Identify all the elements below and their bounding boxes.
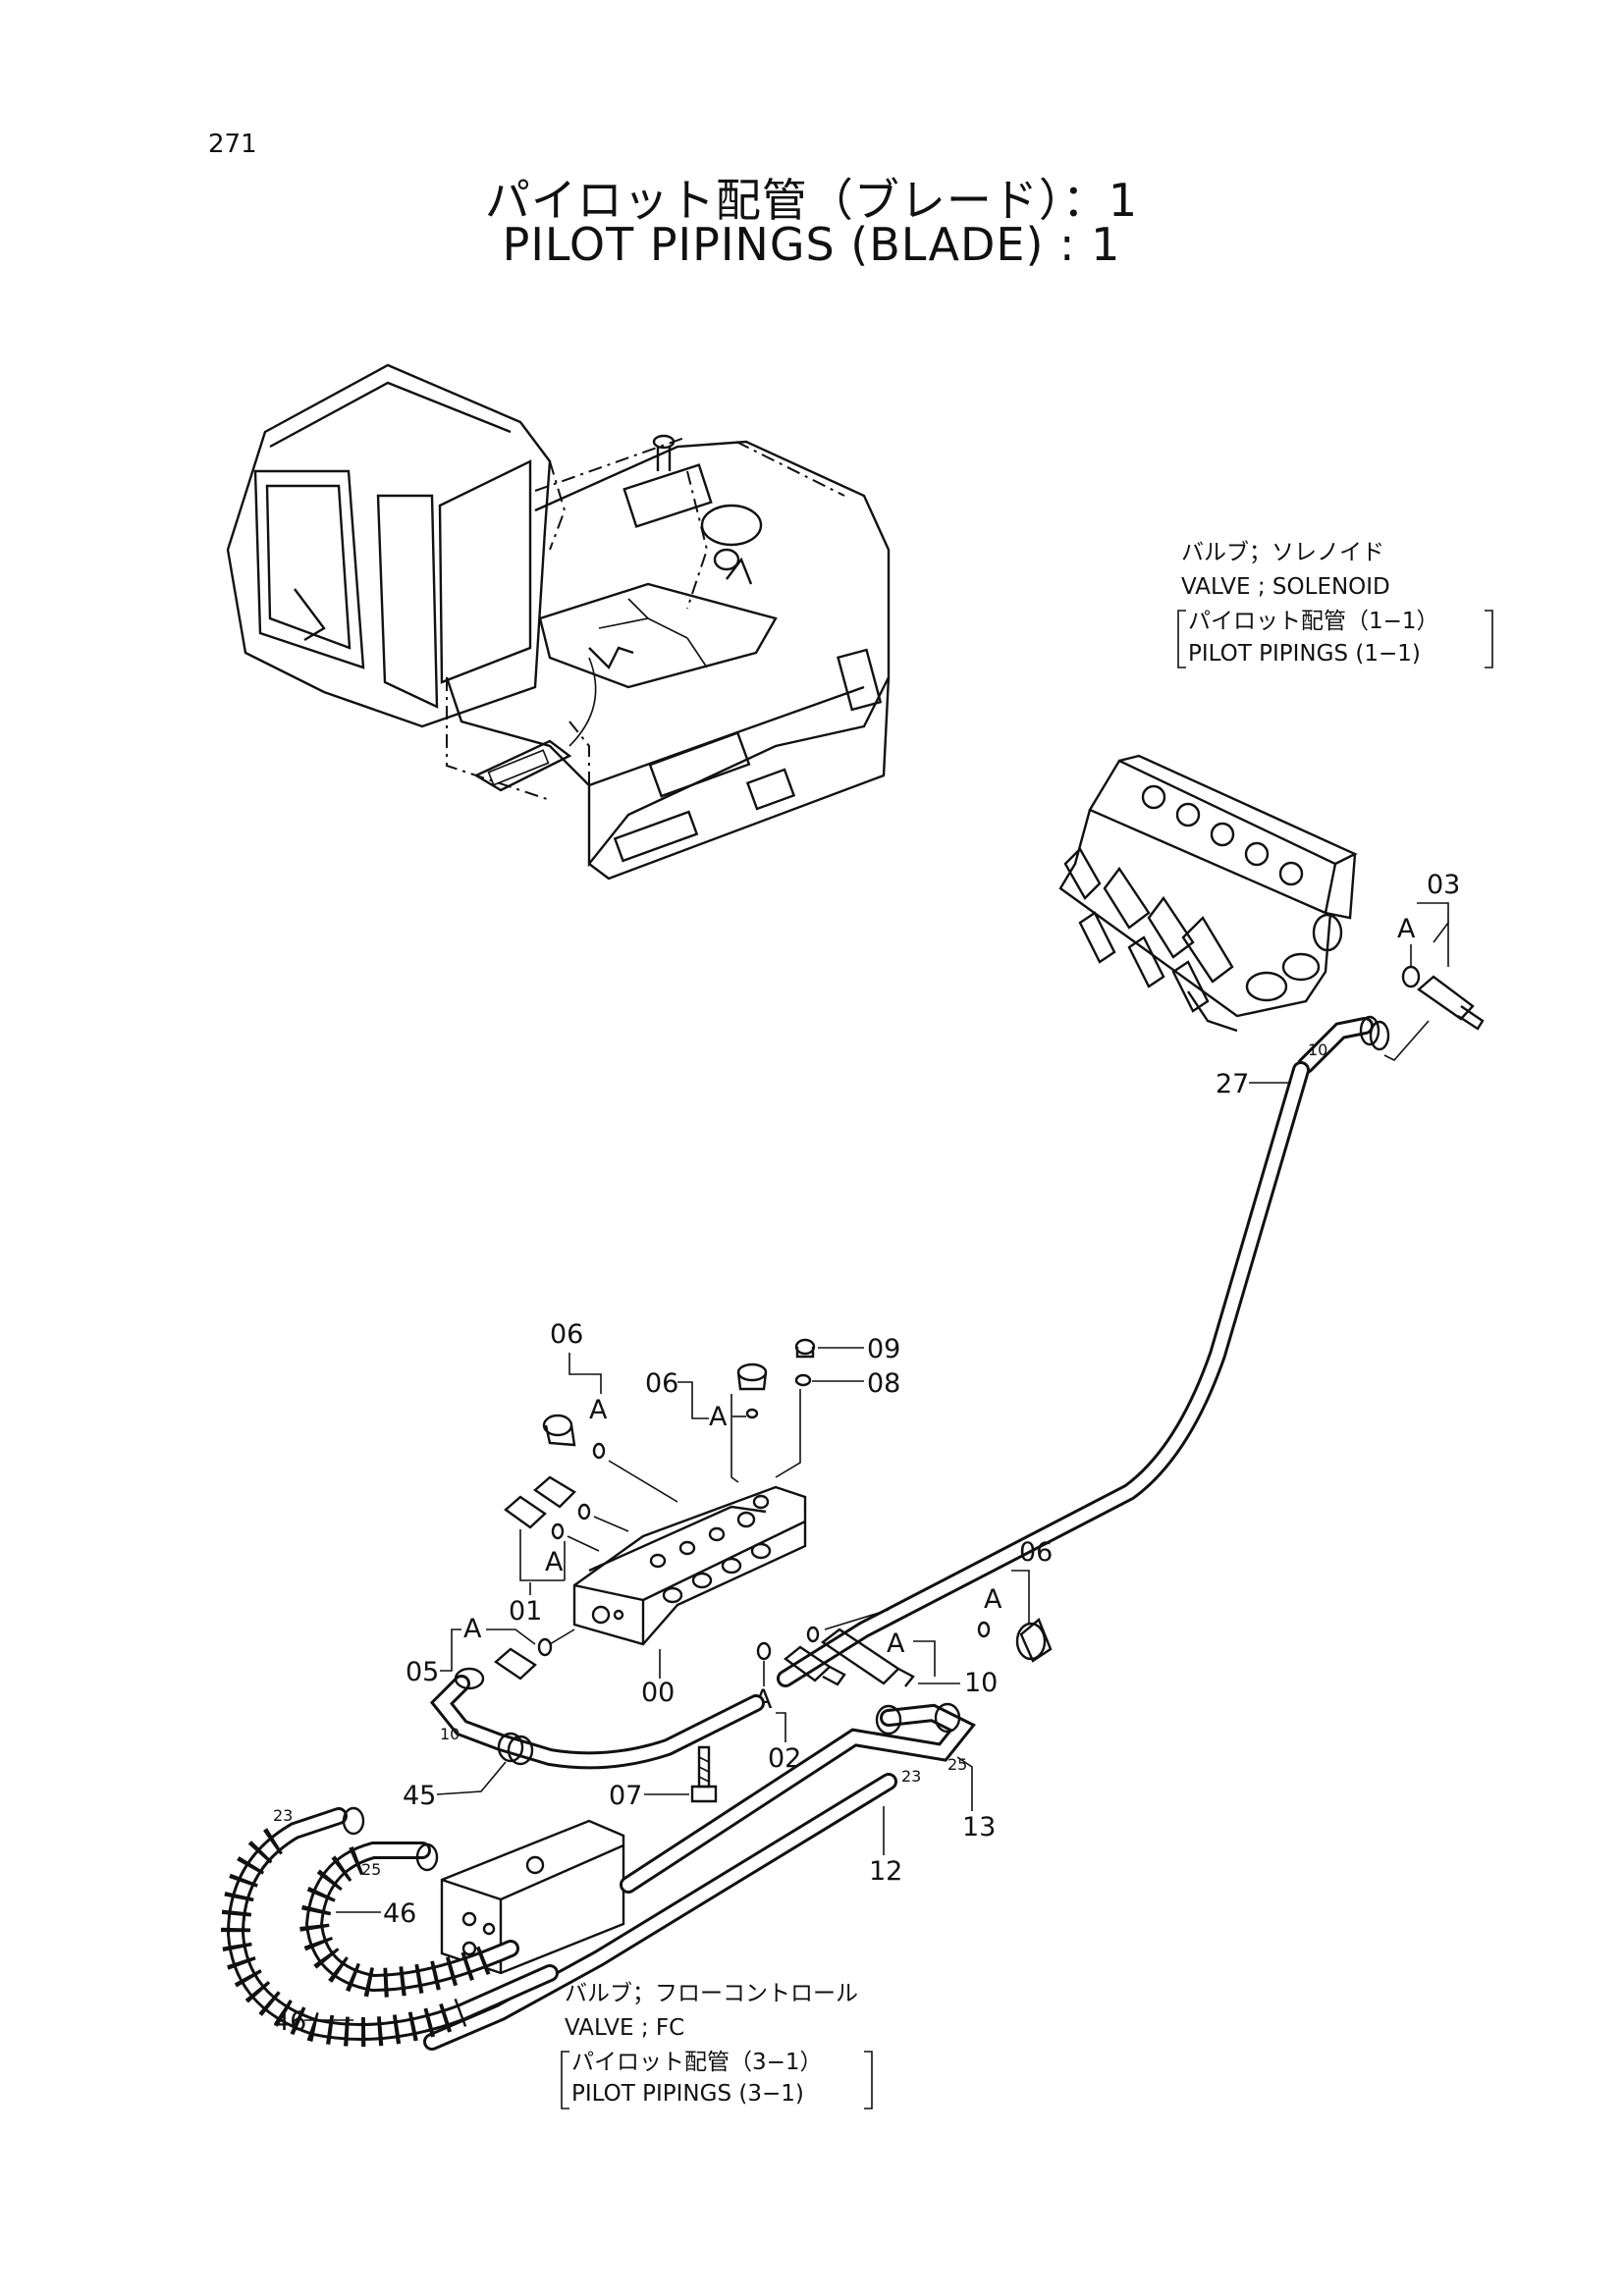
marker-a-06-right: A bbox=[984, 1584, 1002, 1615]
plug-06-center bbox=[730, 1338, 816, 1483]
mark-23-right: 23 bbox=[901, 1767, 921, 1786]
fitting-05 bbox=[494, 1629, 575, 1681]
leader-13 bbox=[956, 1756, 973, 1811]
note-solenoid-line3: パイロット配管（1−1） bbox=[1188, 609, 1439, 634]
page-title-japanese: パイロット配管（ブレード）：1 bbox=[484, 174, 1139, 227]
mark-10-hose45: 10 bbox=[440, 1725, 460, 1743]
callout-06-left: 06 bbox=[550, 1319, 583, 1350]
callout-10: 10 bbox=[964, 1668, 998, 1698]
note-solenoid-line4: PILOT PIPINGS (1−1) bbox=[1188, 641, 1421, 667]
hose-45-collar-2 bbox=[507, 1735, 534, 1766]
plug-06-left bbox=[542, 1414, 678, 1503]
leader-45 bbox=[436, 1761, 507, 1795]
callout-13: 13 bbox=[962, 1812, 996, 1842]
page-number: 271 bbox=[208, 130, 257, 159]
hose-46-inner-spiral-guard bbox=[298, 1845, 502, 1999]
mark-25-left: 25 bbox=[361, 1860, 381, 1879]
leader-06-center bbox=[677, 1381, 709, 1419]
callout-27: 27 bbox=[1216, 1069, 1249, 1099]
callout-45: 45 bbox=[403, 1781, 436, 1811]
leader-a-10 bbox=[913, 1640, 936, 1677]
callout-01: 01 bbox=[509, 1596, 542, 1627]
hose-13-inner bbox=[622, 1706, 972, 1891]
marker-a-06-center: A bbox=[709, 1402, 728, 1432]
hose-27-elbow bbox=[1297, 1015, 1390, 1074]
leader-06-right bbox=[1011, 1570, 1030, 1625]
marker-a-10: A bbox=[887, 1629, 905, 1659]
leader-a-05 bbox=[486, 1629, 536, 1645]
hose-27 bbox=[777, 1061, 1310, 1687]
callout-08: 08 bbox=[867, 1368, 900, 1399]
hose-46-nut-2 bbox=[415, 1842, 439, 1872]
callout-12: 12 bbox=[869, 1856, 902, 1887]
note-solenoid-line1: バルブ；ソレノイド bbox=[1181, 540, 1384, 565]
fittings-10-and-02 bbox=[756, 1609, 915, 1687]
hose-46-outer-spiral-guard bbox=[220, 1828, 467, 2047]
callout-00: 00 bbox=[641, 1678, 675, 1708]
leader-03 bbox=[1417, 902, 1449, 923]
leader-06-left bbox=[568, 1353, 602, 1394]
callout-46-outer: 46 bbox=[273, 2006, 306, 2037]
page-title-english: PILOT PIPINGS (BLADE) : 1 bbox=[502, 218, 1121, 271]
leader-02 bbox=[776, 1712, 786, 1742]
plug-06-right bbox=[977, 1618, 1053, 1663]
callout-09: 09 bbox=[867, 1334, 900, 1364]
hose-12-inner bbox=[426, 1776, 894, 2048]
callout-05: 05 bbox=[406, 1657, 439, 1687]
callout-06-right: 06 bbox=[1019, 1537, 1053, 1568]
hose-46-nut-1 bbox=[342, 1806, 365, 1836]
note-fc-line4: PILOT PIPINGS (3−1) bbox=[571, 2081, 804, 2107]
fittings-01 bbox=[504, 1475, 629, 1581]
hose-12-nut bbox=[875, 1704, 902, 1735]
marker-a-01: A bbox=[545, 1547, 564, 1577]
note-fc-line3: パイロット配管（3−1） bbox=[571, 2050, 823, 2075]
note-solenoid-line2: VALVE ; SOLENOID bbox=[1181, 574, 1390, 600]
note-fc-valve: バルブ；フローコントロール VALVE ; FC パイロット配管（3−1） PI… bbox=[561, 1981, 873, 2109]
valve-block-00 bbox=[572, 1485, 807, 1646]
marker-a-06-left: A bbox=[589, 1395, 608, 1425]
mark-10-top: 10 bbox=[1308, 1041, 1327, 1059]
callout-03: 03 bbox=[1427, 870, 1460, 900]
mark-23-left: 23 bbox=[273, 1806, 293, 1825]
note-fc-line2: VALVE ; FC bbox=[565, 2015, 684, 2041]
hose-45-nut bbox=[454, 1667, 485, 1690]
hose-27-inner bbox=[780, 1064, 1307, 1684]
note-fc-line1: バルブ；フローコントロール bbox=[565, 1981, 858, 2006]
callout-07: 07 bbox=[609, 1781, 642, 1811]
hose-46-inner-inner bbox=[307, 1844, 516, 1990]
callout-06-center: 06 bbox=[645, 1368, 678, 1399]
excavator-upper-structure-drawing bbox=[226, 363, 891, 881]
note-solenoid-valve: バルブ；ソレノイド VALVE ; SOLENOID パイロット配管（1−1） … bbox=[1177, 540, 1493, 668]
marker-a-05: A bbox=[463, 1614, 482, 1644]
bolt-07 bbox=[690, 1745, 718, 1803]
hose-13-nut bbox=[934, 1702, 961, 1734]
solenoid-valve-drawing bbox=[1058, 754, 1358, 1033]
callout-46-inner: 46 bbox=[383, 1898, 416, 1929]
leader-05 bbox=[440, 1629, 461, 1672]
hose-45-collar-1 bbox=[497, 1732, 524, 1763]
marker-a-03: A bbox=[1397, 914, 1416, 944]
